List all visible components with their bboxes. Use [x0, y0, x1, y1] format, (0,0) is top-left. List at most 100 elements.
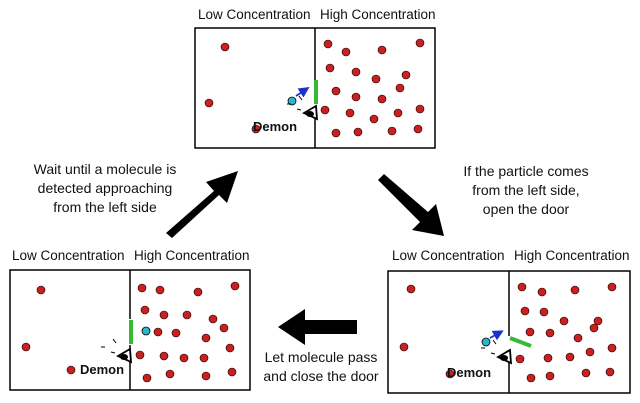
molecule	[369, 114, 379, 124]
panel-top	[194, 27, 436, 149]
right-low-concentration-label: Low Concentration	[392, 248, 505, 263]
molecule	[137, 283, 147, 293]
molecule	[406, 284, 416, 294]
right-high-concentration-label: High Concentration	[514, 248, 630, 263]
molecule	[182, 310, 192, 320]
molecule	[204, 98, 214, 108]
top-high-concentration-label: High Concentration	[320, 7, 436, 22]
step-wait-text: Wait until a molecule is detected approa…	[10, 160, 200, 217]
molecule	[320, 105, 330, 115]
molecule	[525, 327, 535, 337]
molecule	[230, 281, 240, 291]
molecule	[331, 128, 341, 138]
step-wait-line-2: detected approaching	[37, 180, 173, 196]
panel-right	[387, 270, 631, 394]
molecule	[353, 127, 363, 137]
demon-eye-icon	[287, 95, 319, 121]
right-demon-label: Demon	[447, 365, 492, 380]
molecule	[193, 287, 203, 297]
cycle-arrow-up-right	[166, 171, 238, 238]
molecule	[520, 306, 530, 316]
molecule	[415, 104, 425, 114]
molecule	[387, 126, 397, 136]
molecule	[393, 108, 403, 118]
molecules-top	[204, 38, 425, 138]
molecule	[142, 373, 152, 383]
molecule	[607, 343, 617, 353]
molecule	[605, 367, 615, 377]
top-low-concentration-label: Low Concentration	[198, 7, 311, 22]
direction-arrow	[295, 87, 310, 98]
molecule	[153, 327, 163, 337]
molecule	[371, 74, 381, 84]
molecule	[201, 333, 211, 343]
molecule	[559, 316, 569, 326]
molecule	[581, 368, 591, 378]
door-open	[509, 336, 532, 348]
step-open-line-3: open the door	[482, 201, 570, 217]
cycle-arrow-down-right	[378, 174, 444, 236]
molecule	[543, 353, 553, 363]
molecule	[201, 371, 211, 381]
molecule	[140, 305, 150, 315]
molecule	[323, 39, 333, 49]
molecule	[171, 328, 181, 338]
molecule	[517, 282, 527, 292]
molecule	[413, 124, 423, 134]
molecule	[66, 365, 76, 375]
molecule	[159, 310, 169, 320]
direction-arrow	[489, 330, 504, 341]
top-demon-label: Demon	[253, 119, 298, 134]
molecule	[593, 316, 603, 326]
molecule	[219, 323, 229, 333]
molecule	[545, 371, 555, 381]
molecule	[220, 42, 230, 52]
tracked-molecule	[481, 337, 491, 347]
molecule	[570, 285, 580, 295]
molecule	[251, 124, 261, 134]
step-open-line-2: from the left side,	[472, 182, 580, 198]
cycle-arrow-left	[278, 309, 357, 345]
molecule	[179, 353, 189, 363]
molecule	[377, 45, 387, 55]
molecule	[589, 323, 599, 333]
molecule	[341, 47, 351, 57]
molecule	[573, 333, 583, 343]
molecules-right	[399, 282, 617, 383]
demon-eye-icon	[481, 339, 513, 365]
molecule	[36, 285, 46, 295]
step-wait-line-1: Wait until a molecule is	[33, 161, 177, 177]
molecule	[539, 307, 549, 317]
molecule	[377, 94, 387, 104]
step-pass-text: Let molecule pass and close the door	[246, 348, 396, 386]
panel-left	[9, 269, 251, 391]
left-low-concentration-label: Low Concentration	[12, 248, 125, 263]
molecule	[395, 83, 405, 93]
molecule	[345, 108, 355, 118]
step-open-line-1: If the particle comes	[463, 163, 589, 179]
tracked-molecule	[287, 96, 297, 106]
molecule	[445, 369, 455, 379]
molecule	[208, 314, 218, 324]
molecule	[607, 282, 617, 292]
molecule	[415, 38, 425, 48]
molecules-left	[21, 281, 240, 383]
tracked-molecule	[141, 326, 151, 336]
molecule	[225, 343, 235, 353]
left-demon-label: Demon	[80, 362, 125, 377]
molecule	[351, 92, 361, 102]
molecule	[331, 86, 341, 96]
molecule	[526, 373, 536, 383]
molecule	[227, 367, 237, 377]
molecule	[325, 63, 335, 73]
molecule	[155, 285, 165, 295]
molecule	[159, 351, 169, 361]
molecule	[351, 67, 361, 77]
step-pass-line-1: Let molecule pass	[264, 349, 378, 365]
step-wait-line-3: from the left side	[53, 199, 157, 215]
molecule	[515, 354, 525, 364]
molecule	[545, 328, 555, 338]
molecule	[399, 342, 409, 352]
